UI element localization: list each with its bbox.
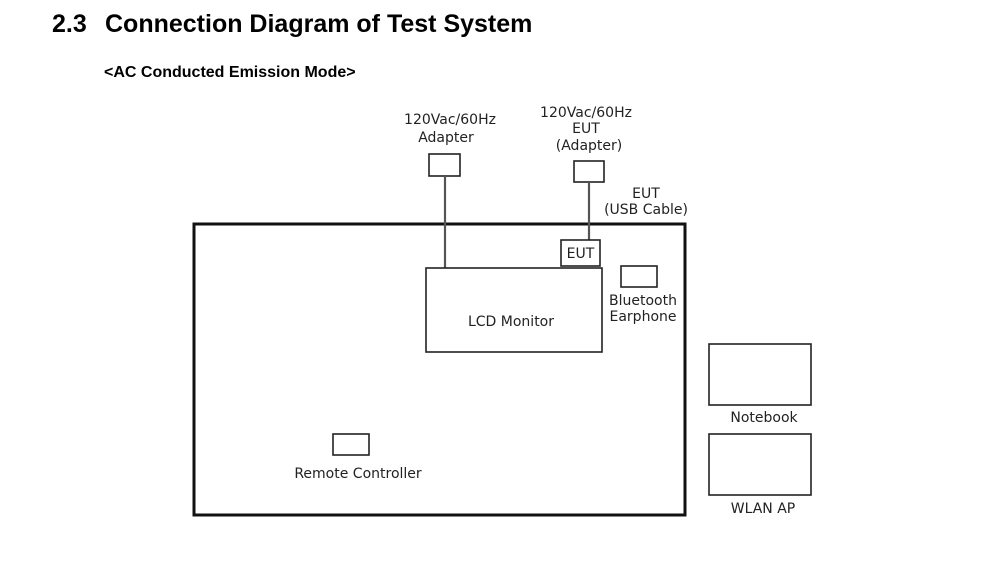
remote-controller-box (332, 433, 370, 456)
lcd-monitor-box (425, 267, 603, 353)
bluetooth-label-line1: Bluetooth (609, 293, 677, 309)
section-title: Connection Diagram of Test System (105, 10, 533, 38)
test-table-outline (192, 222, 687, 517)
lcd-monitor-label: LCD Monitor (468, 314, 554, 330)
bluetooth-earphone-box (620, 265, 658, 288)
eut-box-label: EUT (567, 246, 595, 262)
eut-box (560, 239, 601, 267)
section-heading: 2.3 Connection Diagram of Test System (52, 10, 532, 39)
bluetooth-label-line2: Earphone (610, 309, 677, 325)
eut-adapter-label-line3: (Adapter) (556, 138, 622, 154)
adapter-box (428, 153, 461, 177)
eut-usb-cable-label-line2: (USB Cable) (604, 202, 688, 218)
eut-adapter-label-line1: 120Vac/60Hz (540, 105, 632, 121)
section-number: 2.3 (52, 10, 87, 38)
adapter-label-line1: 120Vac/60Hz (404, 112, 496, 128)
wlan-ap-label: WLAN AP (731, 501, 795, 517)
eut-adapter-label-line2: EUT (572, 121, 600, 137)
notebook-box (708, 343, 812, 406)
notebook-label: Notebook (730, 410, 798, 426)
eut-adapter-box (573, 160, 605, 183)
eut-usb-cable-label-line1: EUT (632, 186, 660, 202)
mode-label: <AC Conducted Emission Mode> (104, 64, 356, 81)
wlan-ap-box (708, 433, 812, 496)
adapter-label-line2: Adapter (418, 130, 474, 146)
remote-controller-label: Remote Controller (294, 466, 422, 482)
